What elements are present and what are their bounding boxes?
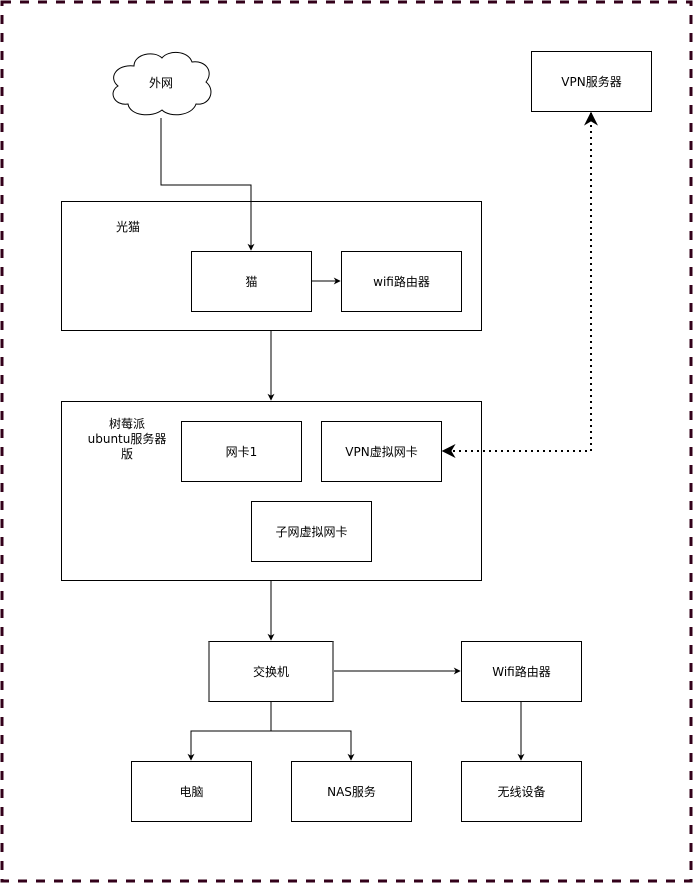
wifi-router-inner-label: wifi路由器 bbox=[373, 275, 430, 289]
wifi-router-node[interactable]: Wifi路由器 bbox=[461, 641, 582, 702]
raspberry-pi-label-line2: ubuntu服务器版 bbox=[87, 432, 167, 461]
nic1-node[interactable]: 网卡1 bbox=[181, 421, 302, 482]
vpn-nic-label: VPN虚拟网卡 bbox=[345, 445, 418, 459]
modem-label: 猫 bbox=[245, 275, 258, 289]
subnet-nic-node[interactable]: 子网虚拟网卡 bbox=[251, 501, 372, 562]
computer-node[interactable]: 电脑 bbox=[131, 761, 252, 822]
optical-modem-group-label: 光猫 bbox=[116, 220, 141, 234]
wireless-devices-node[interactable]: 无线设备 bbox=[461, 761, 582, 822]
optical-modem-group[interactable] bbox=[61, 201, 482, 331]
raspberry-pi-group-label: 树莓派 ubuntu服务器版 bbox=[84, 417, 170, 462]
internet-label: 外网 bbox=[149, 76, 174, 90]
modem-node[interactable]: 猫 bbox=[191, 251, 312, 312]
edge-switch-nas bbox=[271, 730, 355, 761]
raspberry-pi-group[interactable] bbox=[61, 401, 482, 581]
wifi-router-inner-node[interactable]: wifi路由器 bbox=[341, 251, 462, 312]
switch-label: 交换机 bbox=[252, 665, 289, 679]
vpn-nic-node[interactable]: VPN虚拟网卡 bbox=[321, 421, 442, 482]
switch-node[interactable]: 交换机 bbox=[208, 641, 334, 702]
edge-internet-modem bbox=[160, 118, 255, 251]
internet-cloud-icon[interactable] bbox=[106, 48, 220, 120]
vpn-server-node[interactable]: VPN服务器 bbox=[531, 51, 652, 112]
nic1-label: 网卡1 bbox=[225, 445, 258, 459]
wireless-devices-label: 无线设备 bbox=[497, 785, 546, 799]
nas-node[interactable]: NAS服务 bbox=[291, 761, 412, 822]
edge-switch-computer bbox=[187, 701, 272, 761]
computer-label: 电脑 bbox=[179, 785, 204, 799]
vpn-server-label: VPN服务器 bbox=[561, 75, 622, 89]
edge-vpn-server-vpn-nic bbox=[441, 111, 598, 458]
subnet-nic-label: 子网虚拟网卡 bbox=[275, 525, 348, 539]
nas-label: NAS服务 bbox=[327, 785, 376, 799]
raspberry-pi-label-line1: 树莓派 bbox=[108, 417, 145, 431]
wifi-router-label: Wifi路由器 bbox=[492, 665, 551, 679]
